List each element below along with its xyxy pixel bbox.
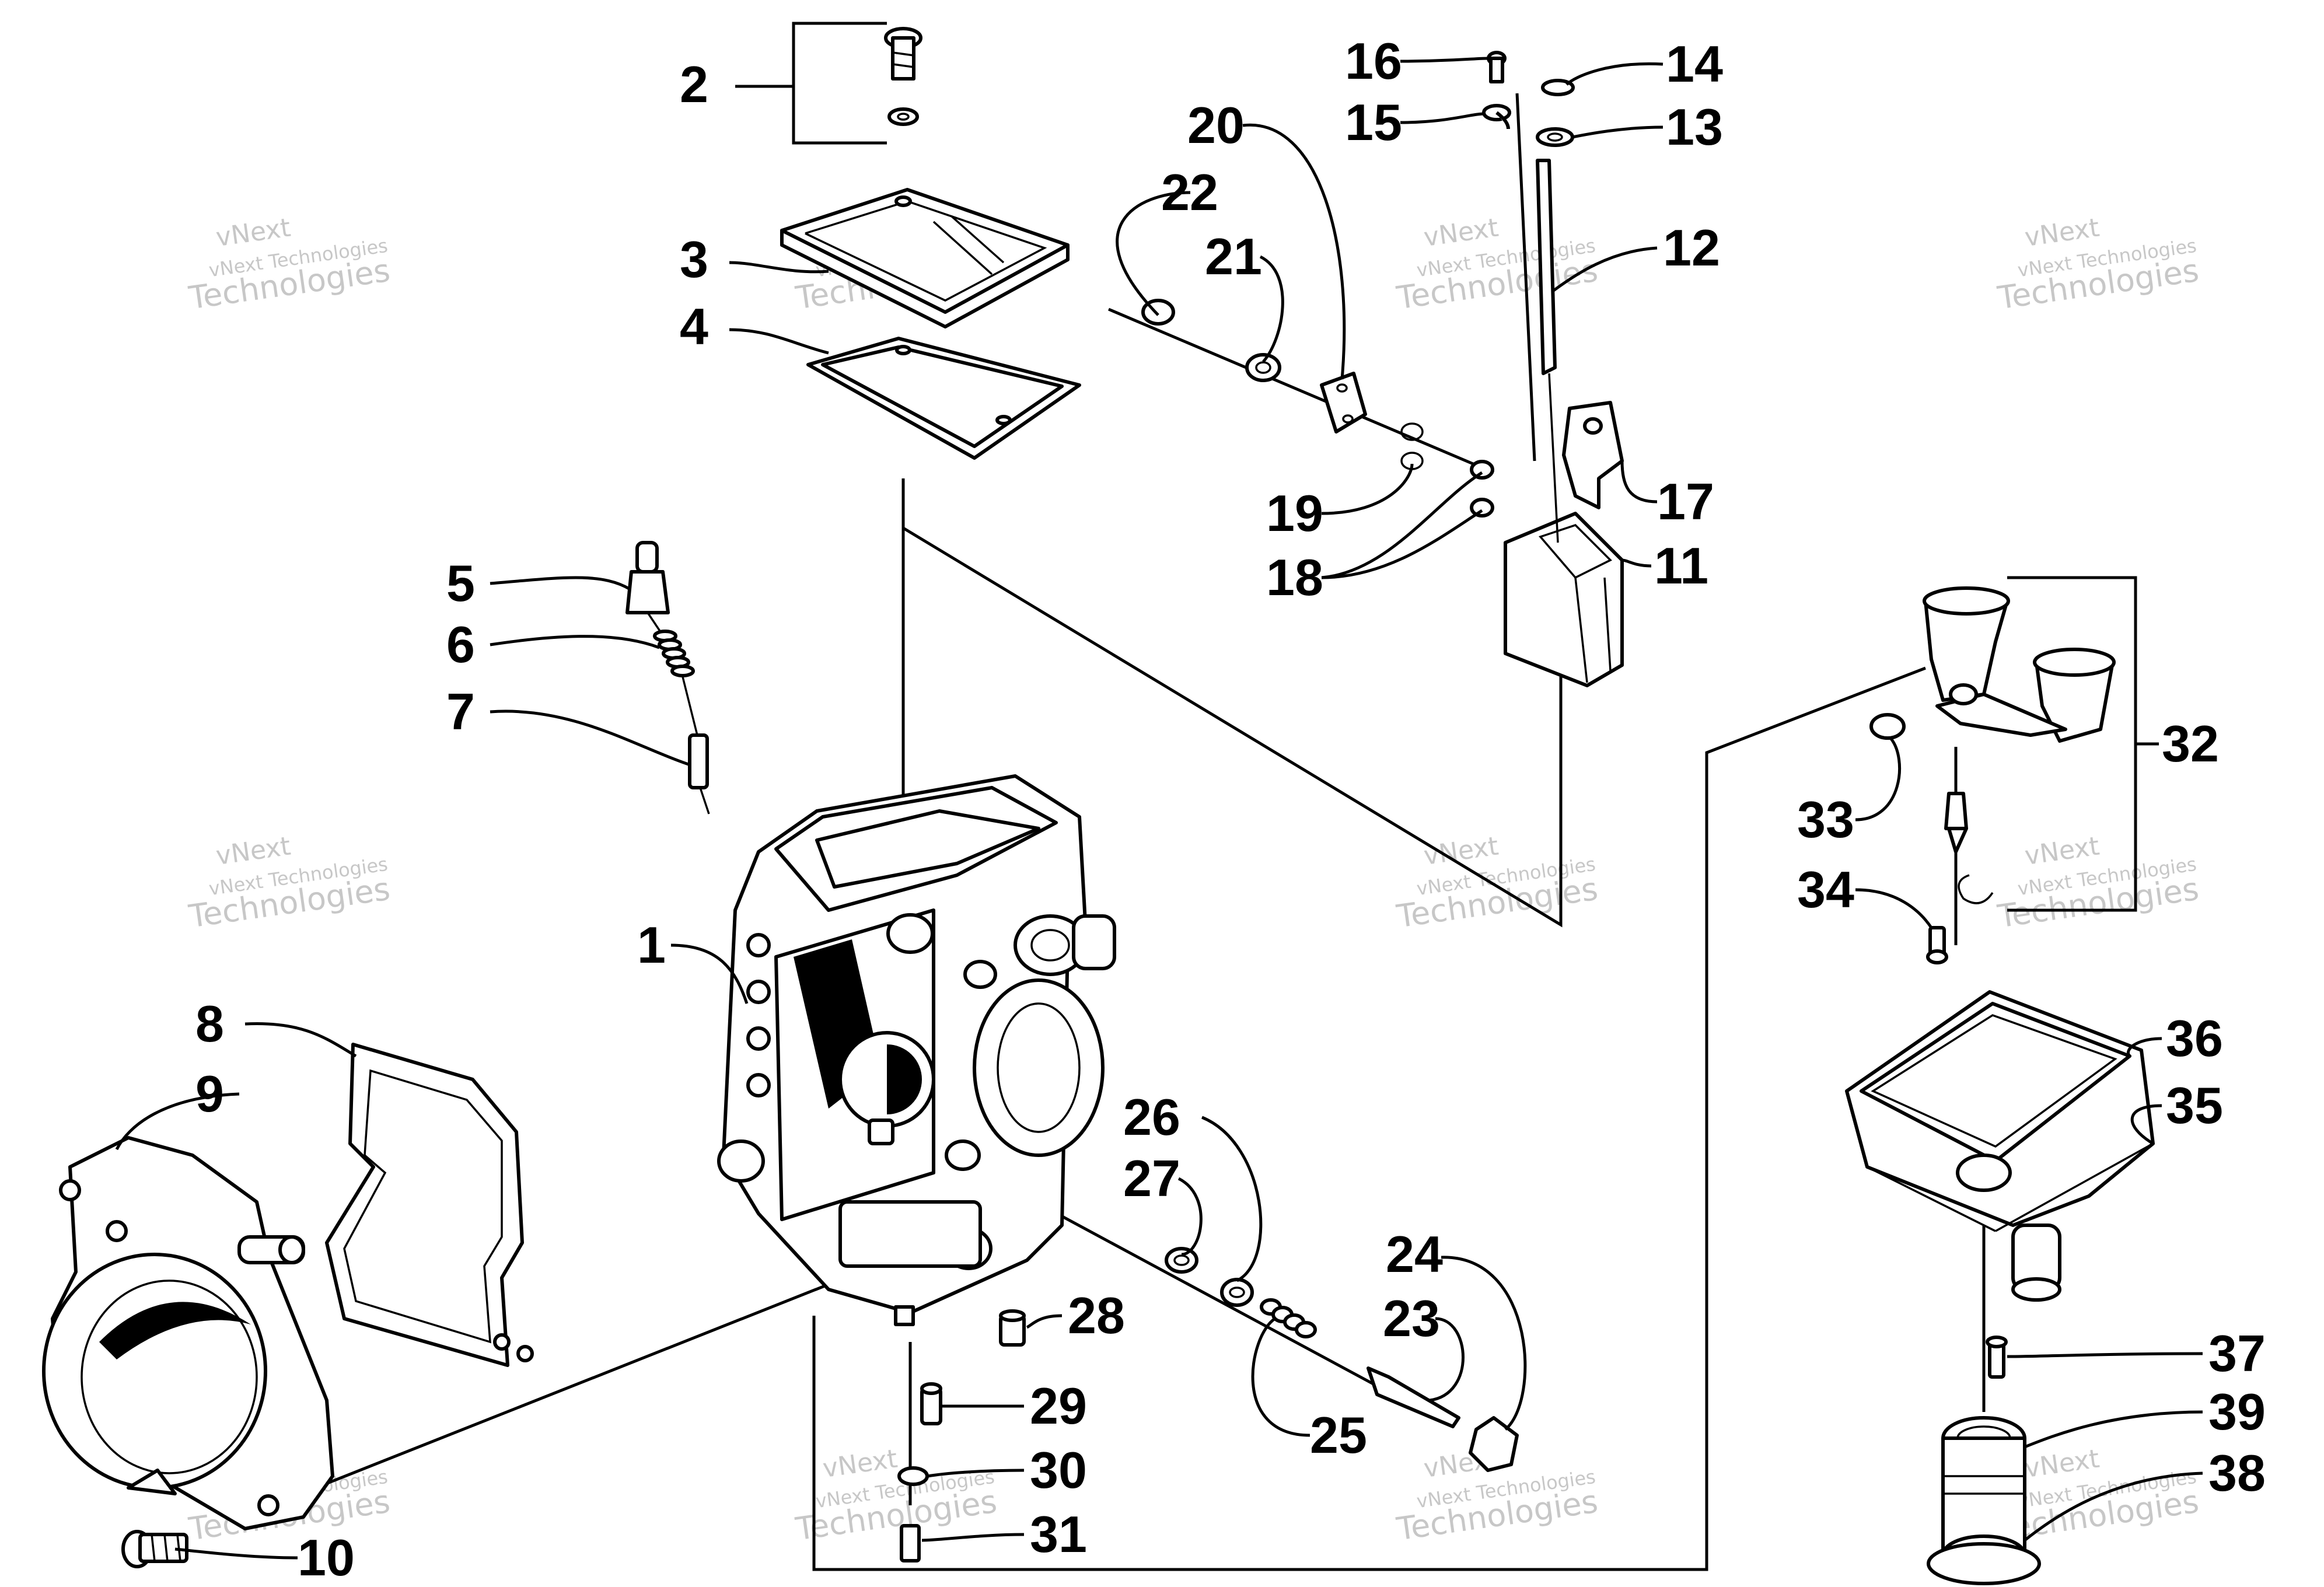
- float-bowl-parts-35-36: [1845, 990, 2155, 1302]
- throttle-shaft-parts-18-22: [1141, 299, 1494, 518]
- screw-part-37: [1986, 1336, 2008, 1379]
- callout-32: 32: [2162, 715, 2219, 772]
- callout-17: 17: [1657, 473, 1714, 530]
- callout-16: 16: [1345, 32, 1402, 90]
- callout-33: 33: [1797, 791, 1854, 848]
- watermark: vNext vNext Technologies Technologies: [1995, 831, 2201, 935]
- screw-part-34: [1926, 926, 1948, 964]
- callout-1: 1: [637, 916, 666, 974]
- watermark-text: vNext: [2023, 831, 2101, 871]
- callout-25: 25: [1310, 1406, 1367, 1464]
- watermark-text: vNext: [214, 213, 292, 253]
- jet-parts-28-31: [897, 1309, 1026, 1562]
- callout-5: 5: [446, 554, 475, 612]
- callout-23: 23: [1383, 1289, 1440, 1347]
- callout-29: 29: [1030, 1377, 1087, 1435]
- callout-30: 30: [1030, 1441, 1087, 1499]
- callout-35: 35: [2166, 1076, 2223, 1134]
- callout-37: 37: [2208, 1324, 2266, 1382]
- watermark: vNext vNext Technologies Technologies: [793, 1444, 999, 1548]
- callout-14: 14: [1666, 35, 1723, 93]
- watermark-text: vNext: [821, 1444, 899, 1484]
- float-assembly-part-32: [1923, 586, 2116, 904]
- callout-labels: 2 3 4 1 5 6 7 8 9 10 11 12 13 14 15 16 1…: [195, 32, 2266, 1586]
- callout-4: 4: [680, 298, 708, 355]
- callout-39: 39: [2208, 1383, 2266, 1441]
- cover-plate-part-3: [780, 188, 1070, 328]
- needle-parts-12-16: [1482, 51, 1575, 543]
- bracket-part-17: [1562, 401, 1624, 509]
- callout-15: 15: [1345, 93, 1402, 151]
- callout-7: 7: [446, 683, 475, 740]
- callout-12: 12: [1663, 219, 1720, 277]
- carburetor-body-part-1: [717, 774, 1116, 1326]
- idle-screw-parts-23-27: [1165, 1247, 1519, 1472]
- oring-part-33: [1869, 713, 1906, 740]
- callout-31: 31: [1030, 1505, 1087, 1563]
- watermark: vNext vNext Technologies Technologies: [1394, 831, 1600, 935]
- jet-assembly-parts-5-7: [625, 541, 710, 815]
- assembly-lines: [242, 93, 1986, 1571]
- watermark-text: vNext: [1422, 213, 1500, 253]
- callout-8: 8: [195, 995, 224, 1053]
- gasket-part-8: [325, 1043, 534, 1367]
- watermark: vNext vNext Technologies Technologies: [1394, 213, 1600, 317]
- callout-20: 20: [1187, 96, 1245, 154]
- callout-11: 11: [1654, 537, 1708, 595]
- callout-3: 3: [680, 230, 708, 288]
- throttle-slide-part-11: [1504, 512, 1624, 687]
- watermark: vNext vNext Technologies Technologies: [1995, 213, 2201, 317]
- watermark: vNext vNext Technologies Technologies: [186, 831, 392, 935]
- callout-27: 27: [1123, 1149, 1180, 1207]
- callout-18: 18: [1266, 548, 1323, 606]
- watermark-text: vNext: [214, 831, 292, 871]
- gasket-part-4: [806, 337, 1081, 460]
- callout-6: 6: [446, 616, 475, 673]
- callout-10: 10: [298, 1529, 355, 1586]
- callout-13: 13: [1666, 98, 1723, 156]
- callout-21: 21: [1205, 228, 1262, 285]
- watermark-text: vNext: [2023, 1444, 2101, 1484]
- watermark: vNext vNext Technologies Technologies: [186, 213, 392, 317]
- drain-plug-parts-38-39: [1927, 1416, 2041, 1585]
- callout-2: 2: [680, 55, 708, 113]
- screw-part-2: [884, 27, 922, 126]
- intake-flange-part-9: [42, 1136, 334, 1530]
- callout-24: 24: [1386, 1225, 1443, 1283]
- callout-19: 19: [1266, 484, 1323, 542]
- callout-36: 36: [2166, 1009, 2223, 1067]
- callout-26: 26: [1123, 1088, 1180, 1146]
- watermark-text: vNext: [2023, 213, 2101, 253]
- callout-22: 22: [1161, 163, 1218, 221]
- screw-part-10: [121, 1530, 188, 1568]
- callout-34: 34: [1797, 861, 1854, 918]
- leader-lines: [115, 22, 2203, 1560]
- callout-38: 38: [2208, 1444, 2266, 1502]
- callout-9: 9: [195, 1065, 224, 1123]
- callout-28: 28: [1068, 1287, 1125, 1344]
